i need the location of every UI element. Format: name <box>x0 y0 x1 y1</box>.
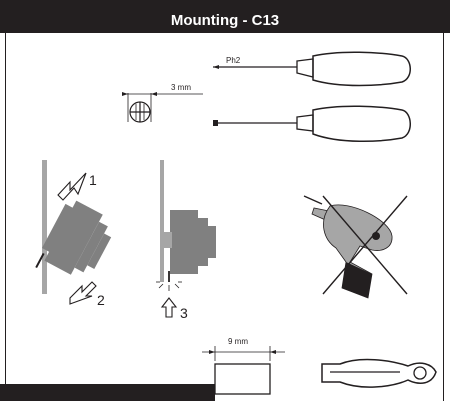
step-2-label: 2 <box>97 292 105 308</box>
din-rail-mount-step-icon <box>35 160 112 305</box>
phillips-screwdriver-icon <box>213 51 411 87</box>
header-bar: Mounting - C13 <box>0 0 450 33</box>
flat-screwdriver-icon <box>213 105 411 142</box>
strip-length-label: 9 mm <box>228 337 248 346</box>
footer-bar <box>0 384 215 401</box>
step-1-label: 1 <box>89 172 97 188</box>
step-3-label: 3 <box>180 305 188 321</box>
wire-stripper-icon <box>321 358 437 388</box>
content-frame <box>5 33 444 401</box>
phillips-size-label: Ph2 <box>226 56 241 65</box>
din-rail-snap-step-icon <box>156 160 216 318</box>
page-title: Mounting - C13 <box>170 12 280 29</box>
flat-width-label: 3 mm <box>171 83 191 92</box>
wire-strip-length-icon <box>202 346 285 395</box>
no-power-drill-icon <box>303 195 408 299</box>
screw-head-icon <box>122 92 203 123</box>
